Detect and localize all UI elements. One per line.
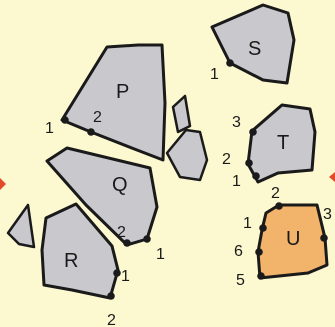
piece-t-label: T: [277, 132, 289, 154]
piece-q-vertex-2: 2: [117, 224, 126, 241]
piece-u: U 2 3 1 6 5: [234, 185, 332, 289]
piece-p: P 1 2: [45, 45, 165, 160]
piece-t-vertex-1: 1: [232, 173, 241, 190]
piece-r-vertex-2-dot: [107, 292, 115, 300]
piece-u-vertex-5: 5: [236, 272, 245, 289]
piece-t: T 3 2 1: [222, 105, 315, 190]
right-arrow-icon: [329, 172, 335, 182]
left-arrow-icon: [0, 178, 6, 190]
piece-t-vertex-3: 3: [232, 114, 241, 131]
piece-s-vertex-1: 1: [210, 66, 219, 83]
piece-p-label: P: [116, 81, 129, 103]
piece-r-vertex-2: 2: [107, 312, 116, 327]
piece-u-vertex-6: 6: [234, 243, 243, 260]
piece-p-vertex-2-dot: [87, 128, 95, 136]
fragment-top-small: [173, 96, 190, 132]
piece-u-vertex-3: 3: [323, 206, 332, 223]
piece-t-vertex-2-dot: [245, 159, 253, 167]
fragment-middle: [167, 130, 207, 180]
piece-u-vertex-6-dot: [255, 248, 263, 256]
piece-q-label: Q: [112, 174, 128, 196]
piece-r-vertex-1-dot: [113, 269, 121, 277]
piece-u-vertex-1: 1: [243, 215, 252, 232]
piece-p-vertex-2: 2: [93, 109, 102, 126]
piece-u-vertex-2-dot: [275, 202, 283, 210]
piece-u-vertex-5-dot: [257, 272, 265, 280]
piece-q-vertex-1-dot: [143, 235, 151, 243]
piece-r-label: R: [64, 250, 78, 272]
piece-u-vertex-3-dot: [320, 234, 328, 242]
piece-u-label: U: [286, 228, 300, 250]
piece-u-vertex-1-dot: [259, 224, 267, 232]
piece-p-vertex-1-dot: [61, 116, 69, 124]
piece-s-label: S: [248, 38, 261, 60]
piece-s: S 1: [210, 5, 294, 83]
fragment-left: [8, 205, 34, 247]
piece-t-vertex-3-dot: [249, 128, 257, 136]
piece-t-vertex-2: 2: [222, 151, 231, 168]
piece-t-vertex-1-dot: [252, 172, 260, 180]
piece-r-vertex-1: 1: [121, 268, 130, 285]
piece-p-vertex-1: 1: [45, 120, 54, 137]
piece-p-shape: [62, 45, 165, 160]
piece-u-vertex-2: 2: [271, 185, 280, 202]
piece-q-vertex-1: 1: [156, 246, 165, 263]
piece-s-vertex-1-dot: [226, 59, 234, 67]
